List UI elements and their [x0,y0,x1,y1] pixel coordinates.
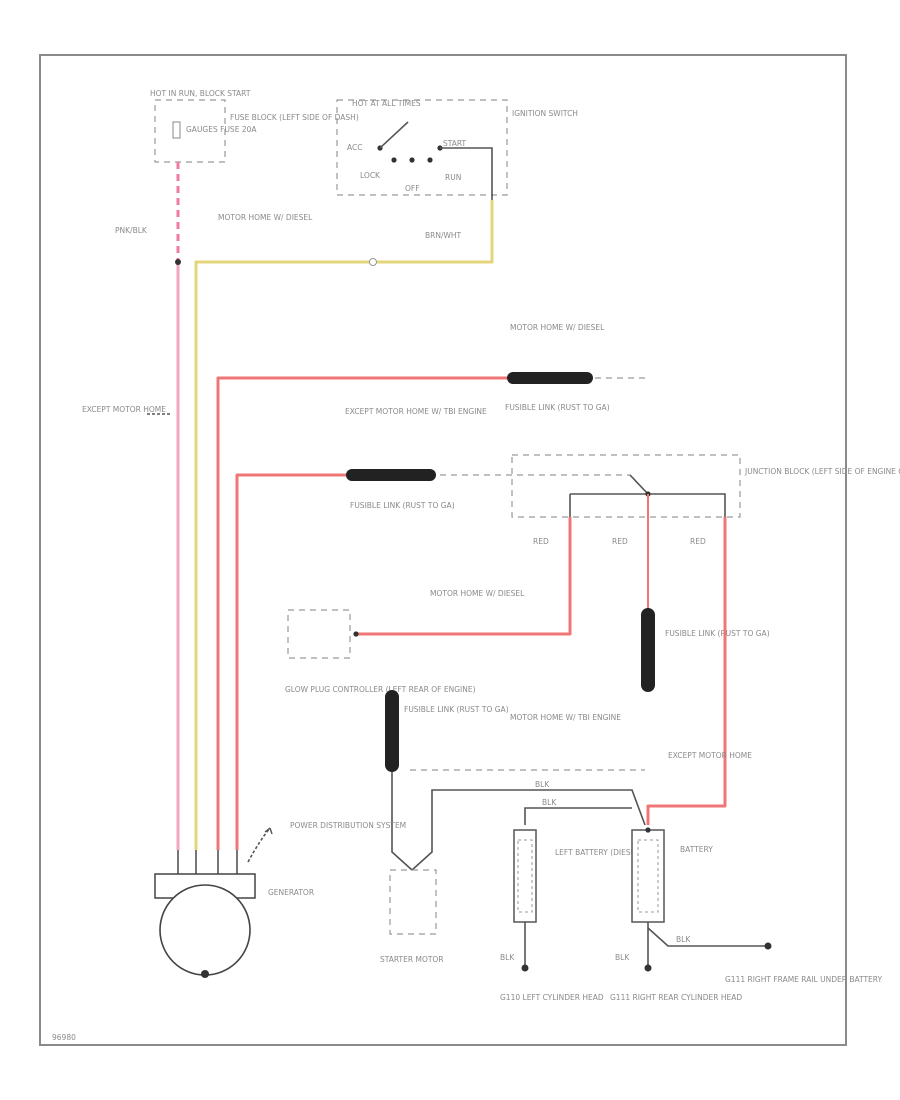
left-battery: LEFT BATTERY (DIESEL) BLK G110 LEFT CYLI… [500,829,643,1002]
diagram-border [39,54,847,1046]
off-label: OFF [405,184,420,193]
red-wire-upper [216,376,512,850]
fusible-link-center [641,608,655,692]
fusible-link-label-2: FUSIBLE LINK (RUST TO GA) [350,501,455,510]
red-wire-glow-plug [356,517,572,636]
start-label: START [443,139,467,148]
generator: GENERATOR [154,850,314,978]
fusible-link-upper [507,372,593,384]
battery-label: BATTERY [680,845,713,854]
glow-plug-label: GLOW PLUG CONTROLLER (LEFT REAR OF ENGIN… [285,685,476,694]
acc-label: ACC [347,143,362,152]
red-label-2: RED [612,537,628,546]
red-wire-right [646,517,727,825]
generator-label: GENERATOR [268,888,314,897]
pnk-blk-label: PNK/BLK [115,226,148,235]
starter-motor-label: STARTER MOTOR [380,955,444,964]
except-motor-home-label-1: EXCEPT MOTOR HOME [82,405,166,414]
lock-label: LOCK [360,171,381,180]
except-motor-home-label-2: EXCEPT MOTOR HOME [668,751,752,760]
red-label-3: RED [690,537,706,546]
mh-diesel-label-2: MOTOR HOME W/ DIESEL [510,323,605,332]
red-label-1: RED [533,537,549,546]
junction-block-label: JUNCTION BLOCK (LEFT SIDE OF ENGINE COMP… [744,467,900,476]
left-battery-label: LEFT BATTERY (DIESEL) [555,848,643,857]
mh-diesel-label-1: MOTOR HOME W/ DIESEL [218,213,313,222]
figure-id: 96980 [52,1033,76,1042]
starter-motor [389,869,437,935]
run-label: RUN [445,173,461,182]
fuse-gauges-label: GAUGES FUSE 20A [186,125,257,134]
battery: BATTERY BLK BLK G111 RIGHT REAR CYLINDER… [610,827,883,1002]
power-distribution-label: POWER DISTRIBUTION SYSTEM [290,821,406,830]
blk-label-1: BLK [535,780,550,789]
blk-label-2: BLK [542,798,557,807]
except-mh-tbi-label: EXCEPT MOTOR HOME W/ TBI ENGINE [345,407,487,416]
blk-label-5: BLK [676,935,691,944]
fusible-link-label-4: FUSIBLE LINK (RUST TO GA) [404,705,509,714]
fusible-link-starter [385,690,399,772]
fusible-link-label-3: FUSIBLE LINK (RUST TO GA) [665,629,770,638]
mh-tbi-label: MOTOR HOME W/ TBI ENGINE [510,713,621,722]
g111-label: G111 RIGHT REAR CYLINDER HEAD [610,993,742,1002]
g110-label: G110 LEFT CYLINDER HEAD [500,993,604,1002]
mh-diesel-label-3: MOTOR HOME W/ DIESEL [430,589,525,598]
fusible-link-label-1: FUSIBLE LINK (RUST TO GA) [505,403,610,412]
blk-label-3: BLK [500,953,515,962]
blk-label-4: BLK [615,953,630,962]
brn-wht-wire [194,200,494,850]
junction-block: JUNCTION BLOCK (LEFT SIDE OF ENGINE COMP… [511,454,900,546]
brn-wht-label: BRN/WHT [425,231,462,240]
ignition-switch: HOT AT ALL TIMES IGNITION SWITCH ACC STA… [336,99,578,200]
hot-at-all-times-label: HOT AT ALL TIMES [352,99,421,108]
fusible-link-middle [346,469,436,481]
fuse-block: HOT IN RUN, BLOCK START GAUGES FUSE 20A … [150,89,359,163]
red-wire-middle [235,473,350,850]
ignition-switch-label: IGNITION SWITCH [512,109,578,118]
hot-in-run-label: HOT IN RUN, BLOCK START [150,89,251,98]
glow-plug-controller [287,609,351,659]
g111b-label: G111 RIGHT FRAME RAIL UNDER BATTERY [725,975,883,984]
fuse-block-label: FUSE BLOCK (LEFT SIDE OF DASH) [230,113,359,122]
